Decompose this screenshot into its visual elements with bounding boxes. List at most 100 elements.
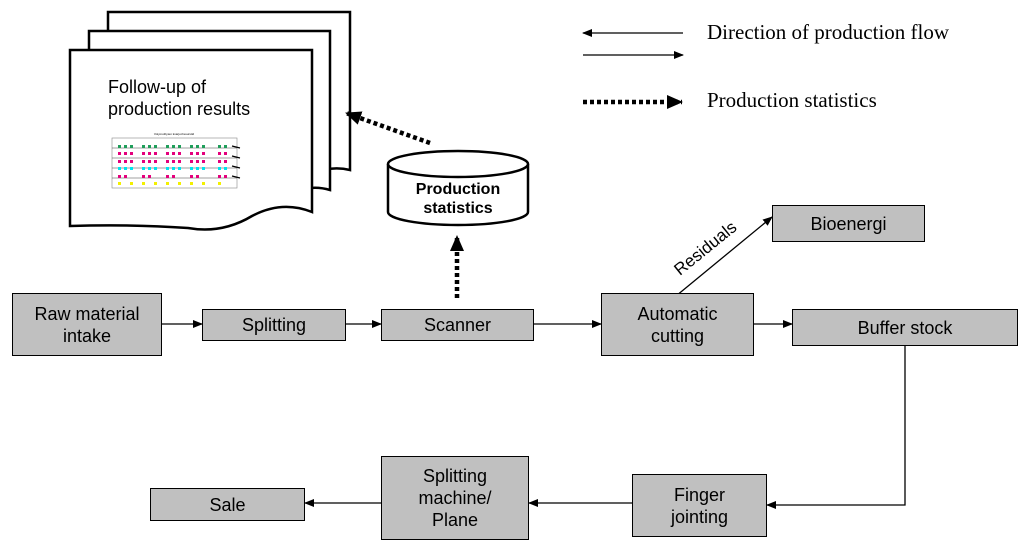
thumbnail-marker [190, 152, 193, 155]
node-bioenergi: Bioenergi [772, 205, 925, 242]
edge-residuals-to-bioenergi [675, 216, 773, 297]
thumbnail-marker [172, 175, 175, 178]
report-document-stack [68, 10, 352, 231]
thumbnail-marker [124, 175, 127, 178]
thumbnail-marker [142, 167, 145, 170]
thumbnail-marker [118, 160, 121, 163]
thumbnail-marker [172, 167, 175, 170]
thumbnail-marker [224, 175, 227, 178]
thumbnail-marker [190, 182, 193, 185]
node-automatic-cutting: Automatic cutting [601, 293, 754, 356]
thumbnail-marker [196, 145, 199, 148]
thumbnail-marker [124, 167, 127, 170]
thumbnail-marker [172, 145, 175, 148]
node-sale: Sale [150, 488, 305, 521]
thumbnail-marker [218, 152, 221, 155]
thumbnail-marker [118, 152, 121, 155]
thumbnail-marker [166, 152, 169, 155]
stats-arrow-to-report [345, 110, 431, 146]
thumbnail-marker [148, 167, 151, 170]
thumbnail-marker [196, 175, 199, 178]
thumbnail-marker [202, 182, 205, 185]
thumbnail-marker [154, 160, 157, 163]
thumbnail-marker [190, 145, 193, 148]
statistics-database [386, 149, 530, 227]
thumbnail-marker [218, 175, 221, 178]
thumbnail-marker [154, 145, 157, 148]
thumbnail-marker [190, 175, 193, 178]
thumbnail-marker [142, 182, 145, 185]
thumbnail-marker [202, 145, 205, 148]
thumbnail-marker [178, 182, 181, 185]
legend-graphics [582, 29, 684, 109]
thumbnail-marker [178, 152, 181, 155]
thumbnail-marker [142, 152, 145, 155]
thumbnail-marker [196, 152, 199, 155]
report-thumbnail-chart [111, 137, 241, 189]
legend-statistics-label: Production statistics [707, 88, 877, 112]
thumbnail-marker [166, 145, 169, 148]
node-splitting: Splitting [202, 309, 346, 341]
thumbnail-marker [178, 145, 181, 148]
thumbnail-marker [142, 145, 145, 148]
thumbnail-title: Volymutbyten kvarjor/resurstid [154, 132, 195, 136]
thumbnail-marker [118, 182, 121, 185]
database-label: Production statistics [415, 181, 501, 217]
node-scanner: Scanner [381, 309, 534, 341]
thumbnail-marker [224, 167, 227, 170]
thumbnail-marker [224, 152, 227, 155]
thumbnail-marker [154, 152, 157, 155]
thumbnail-marker [202, 160, 205, 163]
thumbnail-markers [118, 145, 227, 185]
thumbnail-marker [196, 167, 199, 170]
edge-buffer-to-finger [766, 346, 906, 509]
thumbnail-marker [118, 167, 121, 170]
thumbnail-marker [218, 182, 221, 185]
thumbnail-marker [124, 152, 127, 155]
node-splitting-machine-plane: Splitting machine/ Plane [381, 456, 529, 540]
node-buffer-stock: Buffer stock [792, 309, 1018, 346]
thumbnail-marker [118, 175, 121, 178]
thumbnail-marker [166, 182, 169, 185]
thumbnail-marker [124, 160, 127, 163]
thumbnail-marker [130, 145, 133, 148]
thumbnail-marker [166, 160, 169, 163]
thumbnail-marker [190, 160, 193, 163]
thumbnail-marker [218, 167, 221, 170]
thumbnail-marker [224, 160, 227, 163]
thumbnail-marker [130, 182, 133, 185]
thumbnail-marker [142, 160, 145, 163]
thumbnail-marker [196, 160, 199, 163]
thumbnail-marker [148, 175, 151, 178]
thumbnail-marker [202, 167, 205, 170]
thumbnail-marker [142, 175, 145, 178]
thumbnail-marker [172, 152, 175, 155]
thumbnail-marker [224, 145, 227, 148]
thumbnail-marker [166, 175, 169, 178]
legend-direction-label: Direction of production flow [707, 20, 950, 44]
thumbnail-marker [148, 145, 151, 148]
node-finger-jointing: Finger jointing [632, 474, 767, 537]
thumbnail-marker [118, 145, 121, 148]
thumbnail-marker [166, 167, 169, 170]
thumbnail-marker [124, 145, 127, 148]
thumbnail-marker [218, 145, 221, 148]
thumbnail-marker [202, 152, 205, 155]
thumbnail-marker [218, 160, 221, 163]
thumbnail-marker [190, 167, 193, 170]
thumbnail-marker [178, 160, 181, 163]
thumbnail-marker [178, 167, 181, 170]
thumbnail-marker [172, 160, 175, 163]
thumbnail-marker [154, 182, 157, 185]
thumbnail-marker [148, 152, 151, 155]
node-raw-material-intake: Raw material intake [12, 293, 162, 356]
thumbnail-marker [130, 167, 133, 170]
thumbnail-marker [130, 152, 133, 155]
thumbnail-marker [148, 160, 151, 163]
thumbnail-marker [130, 160, 133, 163]
report-title: Follow-up of production results [108, 77, 251, 119]
flow-connectors [162, 216, 906, 509]
thumbnail-marker [154, 167, 157, 170]
